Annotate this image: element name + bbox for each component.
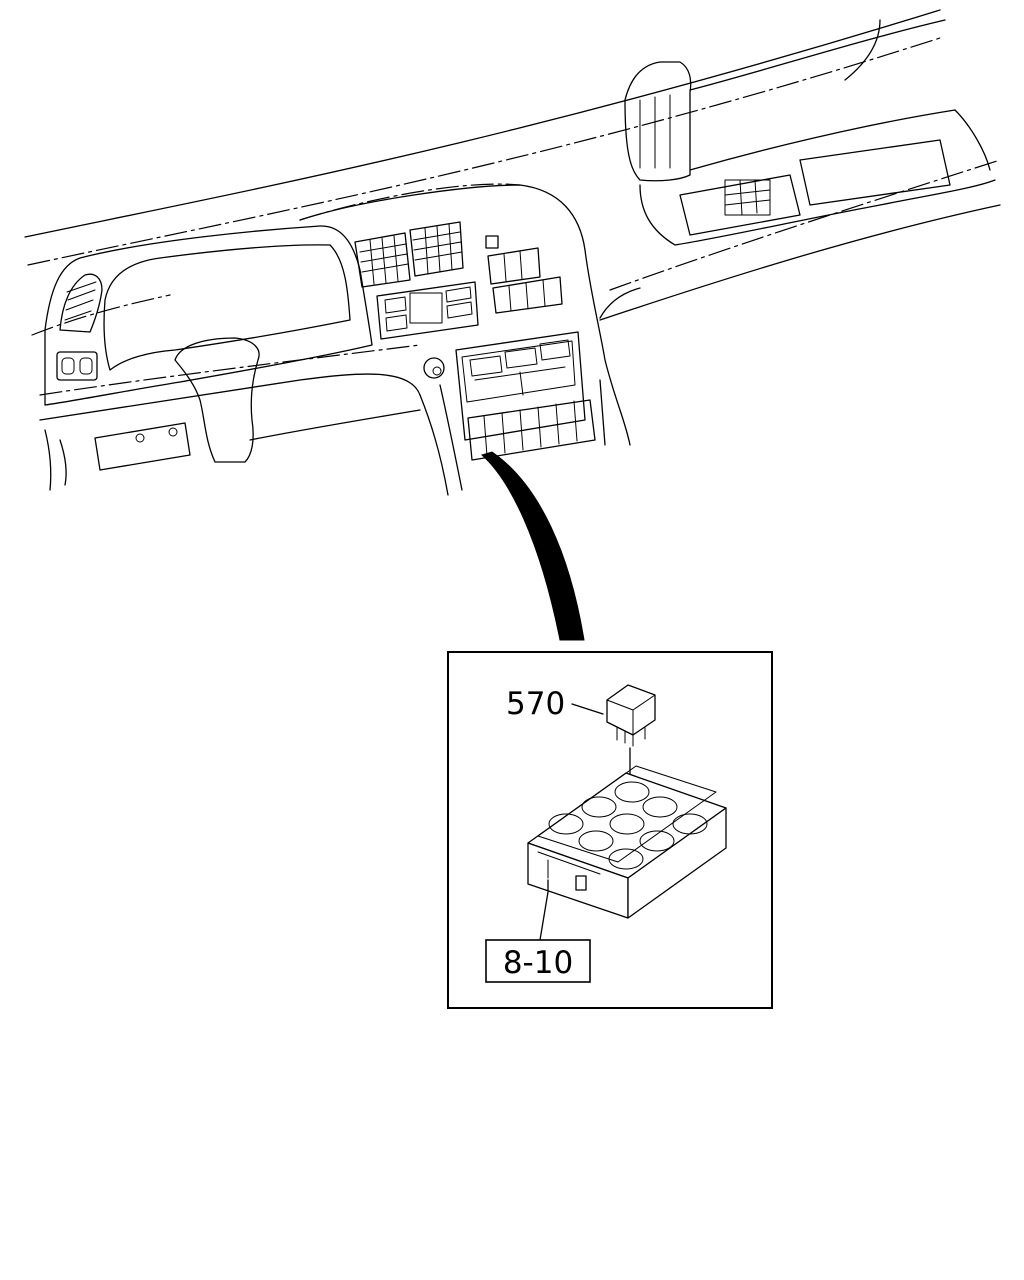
relay-box-reference-frame: [485, 939, 591, 983]
relay-box-leader-line: [539, 879, 549, 941]
relay-box-icon: [527, 765, 727, 919]
center-vent-left: [354, 232, 411, 288]
leader-arrow: [481, 451, 585, 641]
detail-inset: 570 8-10: [447, 651, 773, 1009]
relay-leader-line: [571, 703, 604, 715]
relay-part-number: 570: [506, 686, 565, 722]
dashboard-illustration: [24, 9, 1001, 496]
center-vent-right: [409, 221, 464, 277]
relay-box-reference: 8-10: [503, 945, 573, 981]
